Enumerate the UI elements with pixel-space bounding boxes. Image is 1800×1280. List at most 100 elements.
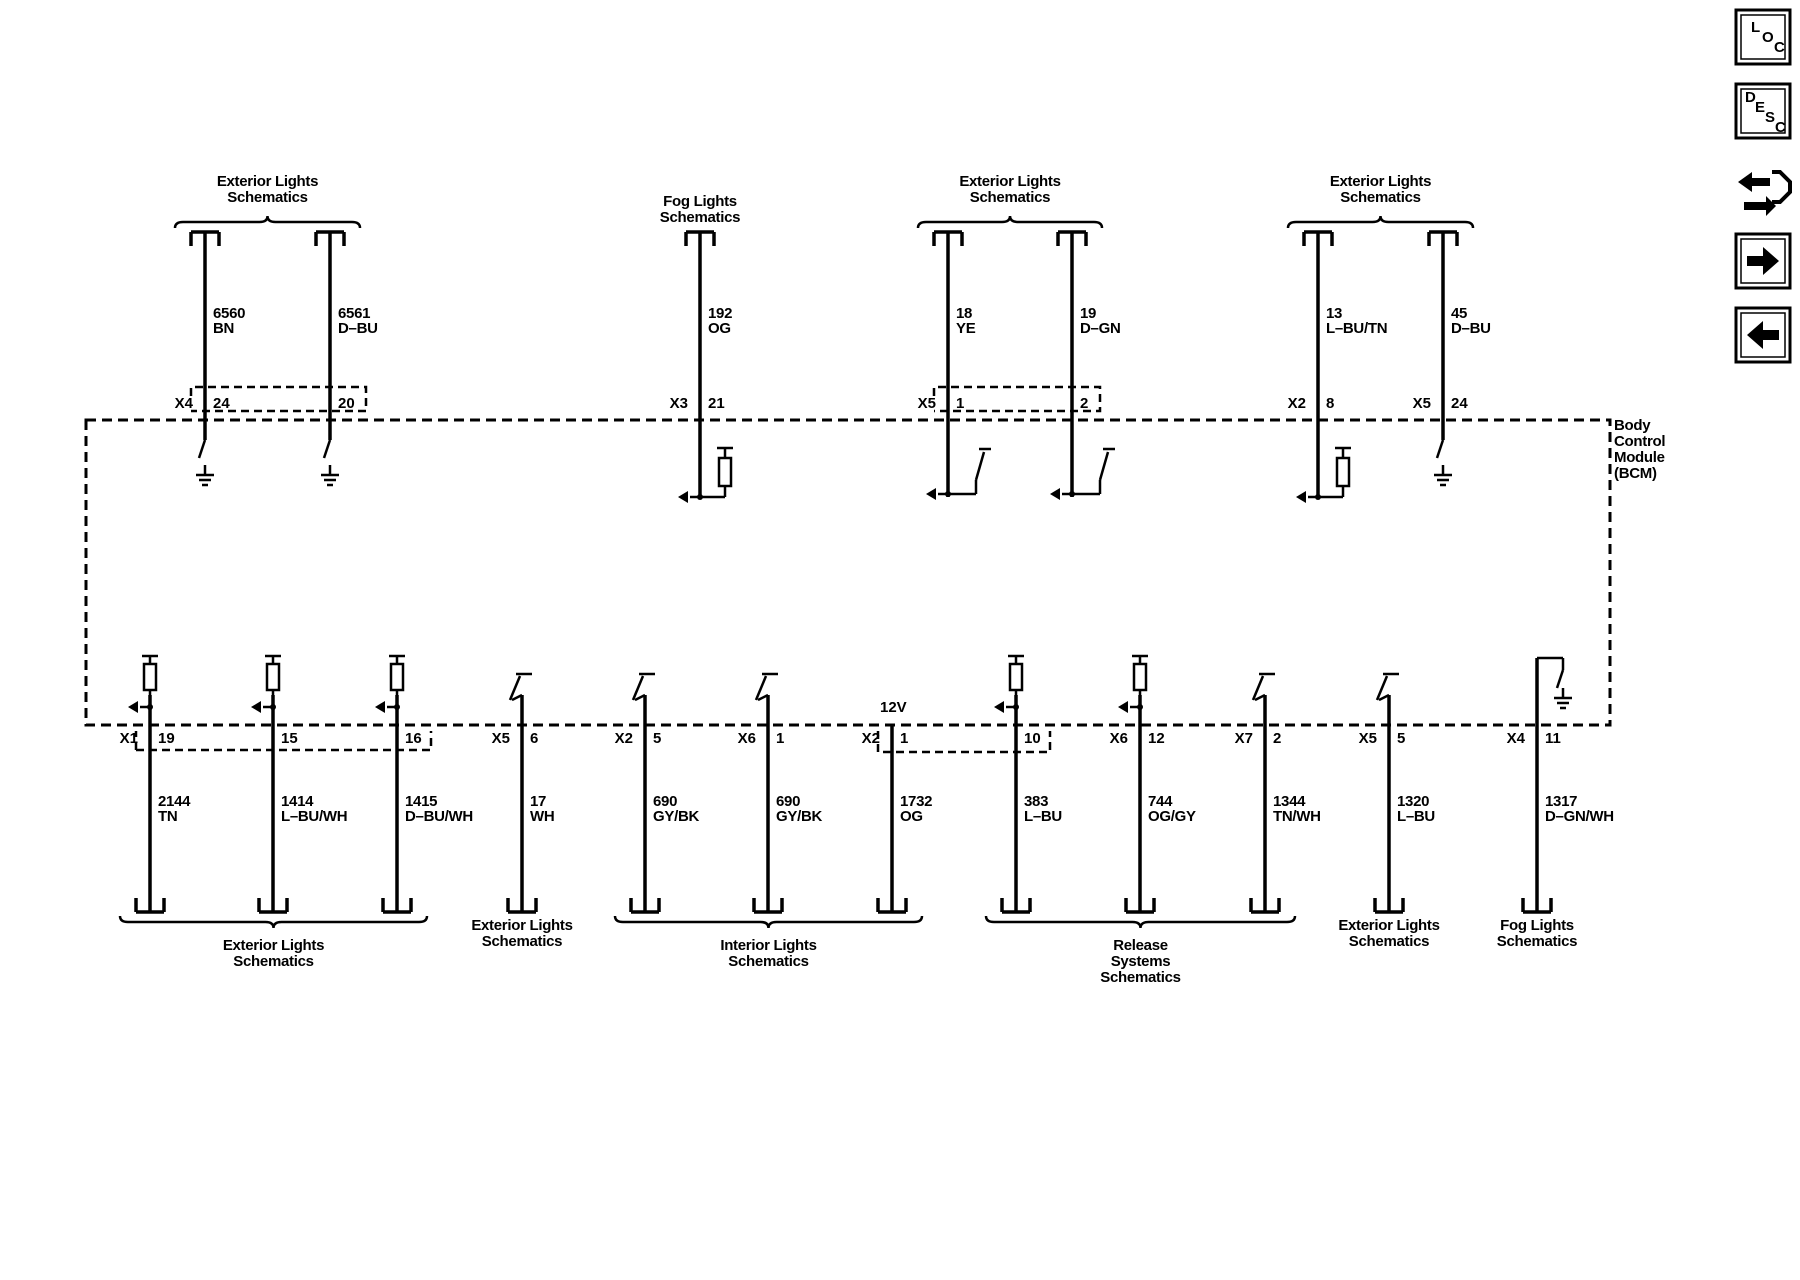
wire-color: D–BU/WH bbox=[405, 808, 473, 825]
connector-id: X5 bbox=[1413, 395, 1431, 412]
wire-color: D–BU bbox=[338, 320, 378, 337]
input-arrow bbox=[994, 701, 1004, 713]
bcm-label-line: (BCM) bbox=[1614, 465, 1657, 482]
bcm-label-line: Control bbox=[1614, 433, 1665, 450]
switch-blade bbox=[1375, 675, 1389, 701]
group-bracket bbox=[118, 915, 429, 929]
desc-letter: S bbox=[1765, 109, 1775, 126]
pin-number: 12 bbox=[1148, 730, 1165, 747]
connector-id: X2 bbox=[615, 730, 633, 747]
input-arrow bbox=[1118, 701, 1128, 713]
connector-id: X5 bbox=[492, 730, 510, 747]
wire-color: L–BU/TN bbox=[1326, 320, 1387, 337]
circuit-number: 18 bbox=[956, 305, 972, 322]
schematic-ref-label: Exterior Lights bbox=[471, 917, 572, 934]
loc-button[interactable]: LOC bbox=[1734, 8, 1792, 66]
circuit-number: 19 bbox=[1080, 305, 1096, 322]
connector-shroud-x4 bbox=[189, 385, 368, 413]
connector-id: X5 bbox=[1359, 730, 1377, 747]
schematic-ref-label: Schematics bbox=[1349, 933, 1429, 950]
wire-color: TN bbox=[158, 808, 177, 825]
bcm-boundary bbox=[84, 418, 1612, 727]
schematic-ref-label: Schematics bbox=[728, 953, 808, 970]
circuit-number: 1317 bbox=[1545, 793, 1577, 810]
connector-id: X5 bbox=[918, 395, 936, 412]
exchange-plug bbox=[1772, 170, 1792, 204]
wire-color: WH bbox=[530, 808, 554, 825]
wire-color: GY/BK bbox=[776, 808, 822, 825]
next-arrow-icon[interactable] bbox=[1734, 232, 1792, 290]
pullup-resistor bbox=[265, 662, 281, 692]
switch-blade bbox=[1435, 439, 1445, 459]
loc-letter: C bbox=[1774, 39, 1785, 56]
wire-color: OG bbox=[708, 320, 731, 337]
connector-exchange-icon[interactable] bbox=[1738, 170, 1792, 216]
switch-blade bbox=[508, 675, 522, 701]
pullup-resistor bbox=[1335, 456, 1351, 488]
button-inner-frame bbox=[1740, 238, 1786, 284]
switch-blade bbox=[1555, 669, 1565, 689]
input-arrow bbox=[375, 701, 385, 713]
input-arrow bbox=[1296, 491, 1306, 503]
wire-color: L–BU bbox=[1397, 808, 1435, 825]
circuit-number: 690 bbox=[776, 793, 800, 810]
body-control-module-box bbox=[84, 418, 1612, 727]
input-arrow bbox=[678, 491, 688, 503]
switch-stub bbox=[1378, 693, 1390, 702]
circuit-number: 6561 bbox=[338, 305, 370, 322]
wire-color: D–GN bbox=[1080, 320, 1120, 337]
connector-id: X4 bbox=[1507, 730, 1526, 747]
pin-number: 20 bbox=[338, 395, 355, 412]
pullup-resistor bbox=[1008, 662, 1024, 692]
connector-id: X2 bbox=[862, 730, 880, 747]
pin-number: 2 bbox=[1273, 730, 1281, 747]
connector-id: X6 bbox=[738, 730, 756, 747]
schematic-ref-label: Schematics bbox=[482, 933, 562, 950]
pin-number: 15 bbox=[281, 730, 298, 747]
schematic-ref-label: Schematics bbox=[227, 189, 307, 206]
group-bracket bbox=[613, 915, 924, 929]
arrow-shape bbox=[1747, 321, 1779, 349]
circuit-number: 45 bbox=[1451, 305, 1467, 322]
input-arrow bbox=[128, 701, 138, 713]
schematic-ref-label: Exterior Lights bbox=[223, 937, 324, 954]
circuit-number: 690 bbox=[653, 793, 677, 810]
pin-number: 21 bbox=[708, 395, 725, 412]
pin-number: 24 bbox=[1451, 395, 1468, 412]
previous-arrow-icon[interactable] bbox=[1734, 306, 1792, 364]
schematic-ref-label: Schematics bbox=[1340, 189, 1420, 206]
circuit-number: 1732 bbox=[900, 793, 932, 810]
schematic-ref-label: Exterior Lights bbox=[217, 173, 318, 190]
wire-color: OG bbox=[900, 808, 923, 825]
wire-color: OG/GY bbox=[1148, 808, 1196, 825]
pin-number: 5 bbox=[653, 730, 661, 747]
exchange-arrow bbox=[1738, 172, 1770, 192]
switch-stub bbox=[511, 693, 523, 702]
switch-blade bbox=[322, 439, 332, 459]
input-arrow bbox=[1050, 488, 1060, 500]
schematic-ref-label: Schematics bbox=[1497, 933, 1577, 950]
circuit-number: 13 bbox=[1326, 305, 1342, 322]
pullup-resistor bbox=[1132, 662, 1148, 692]
pin-number: 1 bbox=[900, 730, 908, 747]
schematic-ref-label: Schematics bbox=[970, 189, 1050, 206]
bcm-label-line: Body bbox=[1614, 417, 1651, 434]
wire-color: D–GN/WH bbox=[1545, 808, 1614, 825]
pin-number: 1 bbox=[956, 395, 964, 412]
